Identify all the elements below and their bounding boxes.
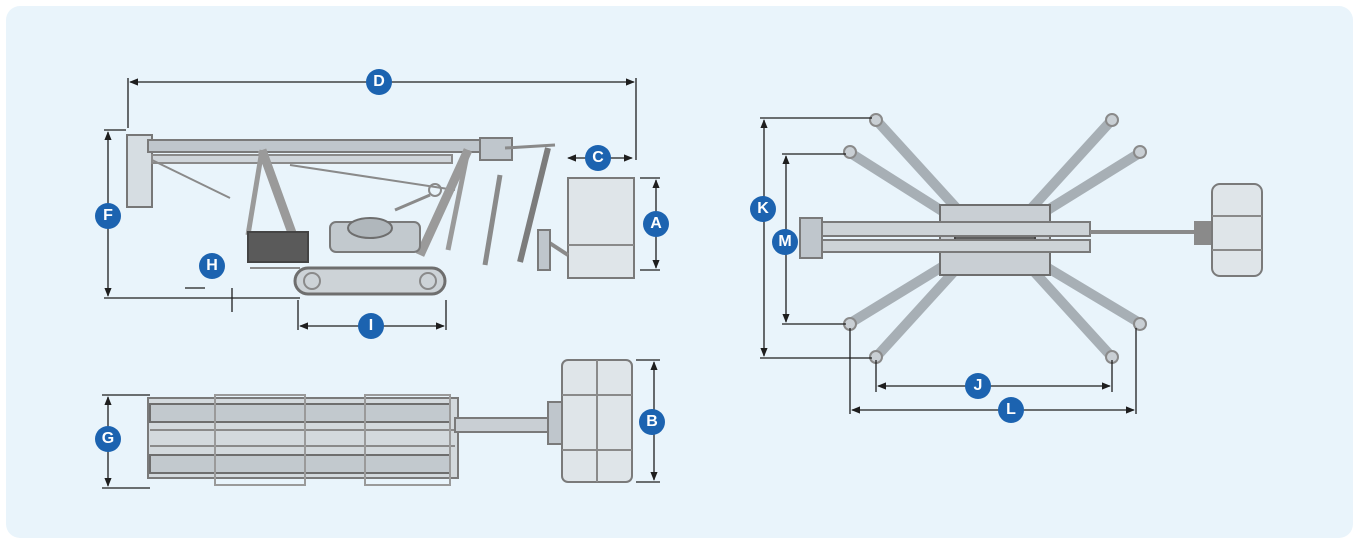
dimension-marker-g: G xyxy=(95,426,121,452)
dimension-marker-a: A xyxy=(643,211,669,237)
dimension-marker-d: D xyxy=(366,69,392,95)
dimension-marker-b: B xyxy=(639,409,665,435)
dimension-marker-f: F xyxy=(95,203,121,229)
dimension-marker-k: K xyxy=(750,196,776,222)
top-view-outriggers-dimensions xyxy=(760,117,1137,414)
dimension-marker-m: M xyxy=(772,229,798,255)
side-view xyxy=(126,134,635,296)
dimension-marker-j: J xyxy=(965,373,991,399)
top-view-outriggers xyxy=(799,113,1263,364)
dimension-marker-h: H xyxy=(199,253,225,279)
top-view-folded xyxy=(147,359,633,486)
dimension-marker-l: L xyxy=(998,397,1024,423)
dimension-marker-c: C xyxy=(585,145,611,171)
dimension-marker-i: I xyxy=(358,313,384,339)
